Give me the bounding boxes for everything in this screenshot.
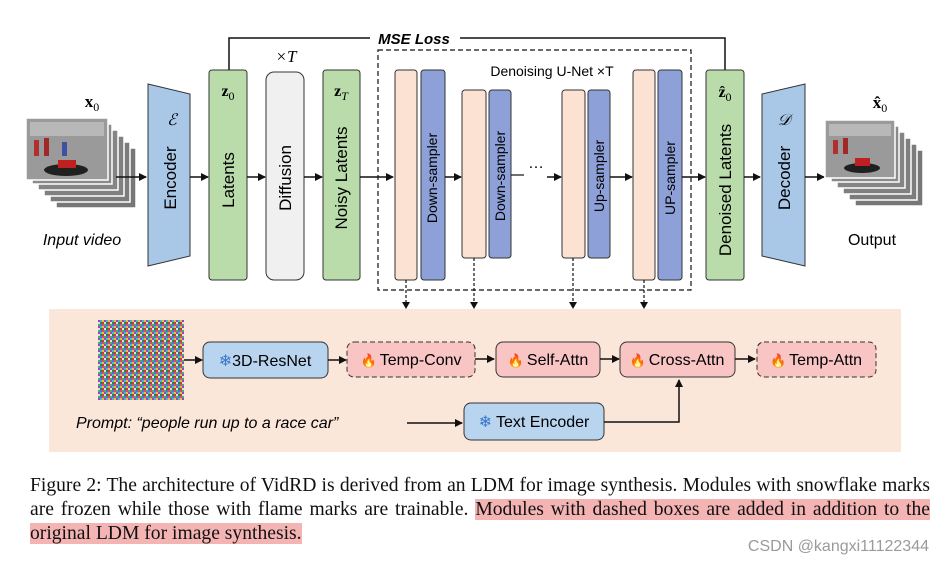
- noise-input-image: [98, 320, 184, 400]
- denoising-unet-box: [377, 49, 692, 291]
- decoder-symbol: 𝒟: [778, 112, 794, 129]
- denoised-latents-block: [705, 69, 745, 281]
- input-video-frames: [25, 117, 137, 209]
- diffusion-label: Diffusion: [276, 145, 295, 211]
- diffusion-block: [265, 71, 305, 281]
- latents-symbol: z0: [221, 83, 234, 103]
- resnet-3d-text: ❄3D-ResNet: [219, 353, 312, 370]
- encoder-symbol: ℰ: [167, 112, 179, 129]
- output-label: Output: [848, 232, 897, 249]
- snowflake-icon: ❄: [479, 414, 492, 431]
- prompt-text: Prompt: “people run up to a race car”: [76, 415, 339, 432]
- denoised-latents-label: Denoised Latents: [716, 124, 735, 256]
- encoder-block: [147, 83, 191, 267]
- unet-detail-connectors: [405, 258, 645, 303]
- figure-caption: Figure 2: The architecture of VidRD is d…: [30, 474, 930, 546]
- caption-plain: Figure 2: The architecture of VidRD is d…: [30, 475, 930, 520]
- up-sampler-block-1: [587, 89, 611, 259]
- unet-detail-arrowheads: [402, 302, 648, 309]
- flame-icon: 🔥: [361, 353, 377, 368]
- mse-loss-connector: MSE Loss: [228, 31, 726, 70]
- self-attn-text: 🔥Self-Attn: [508, 352, 589, 369]
- latents-block: [208, 69, 248, 281]
- flame-icon: 🔥: [630, 353, 646, 368]
- text-encoder-text: ❄Text Encoder: [479, 414, 590, 431]
- down-sampler-label-1: Down-sampler: [424, 133, 440, 224]
- down-sampler-label-2: Down-sampler: [492, 131, 508, 222]
- decoder-label: Decoder: [775, 146, 794, 211]
- down-sampler-block-1: [420, 69, 446, 281]
- unet-light-block-3: [561, 89, 586, 259]
- unet-light-block-2: [461, 89, 487, 259]
- cross-attn-text: 🔥Cross-Attn: [630, 352, 725, 369]
- unet-light-block-4: [632, 69, 656, 281]
- output-video-frames: [824, 119, 924, 207]
- flame-icon: 🔥: [508, 353, 524, 368]
- unet-title: Denoising U-Net ×T: [490, 63, 614, 79]
- up-sampler-label-2: UP-sampler: [662, 141, 678, 215]
- watermark: CSDN @kangxi11122344: [747, 538, 929, 555]
- latents-label: Latents: [219, 152, 238, 208]
- decoder-block: [761, 83, 806, 267]
- flame-icon: 🔥: [770, 353, 786, 368]
- snowflake-icon: ❄: [219, 353, 232, 370]
- noisy-latents-block: [322, 69, 361, 281]
- diffusion-times-label: ×T: [276, 47, 298, 66]
- encoder-label: Encoder: [161, 146, 180, 210]
- temp-attn-block: [756, 341, 877, 378]
- denoised-latents-symbol: ẑ0: [718, 84, 731, 104]
- input-symbol: x0: [85, 92, 100, 114]
- noisy-latents-label: Noisy Latents: [332, 127, 351, 230]
- output-symbol: x̂0: [873, 93, 888, 115]
- mse-loss-label: MSE Loss: [378, 31, 450, 48]
- temp-attn-text: 🔥Temp-Attn: [770, 352, 862, 369]
- down-sampler-block-2: [488, 89, 512, 259]
- temp-conv-block: [346, 341, 476, 378]
- unet-ellipsis: …: [528, 155, 544, 172]
- input-video-label: Input video: [43, 232, 121, 249]
- temp-conv-text: 🔥Temp-Conv: [361, 352, 462, 369]
- noisy-latents-symbol: zT: [334, 83, 349, 103]
- up-sampler-block-2: [657, 69, 683, 281]
- up-sampler-label-1: Up-sampler: [591, 139, 607, 212]
- unet-light-block-1: [394, 69, 418, 281]
